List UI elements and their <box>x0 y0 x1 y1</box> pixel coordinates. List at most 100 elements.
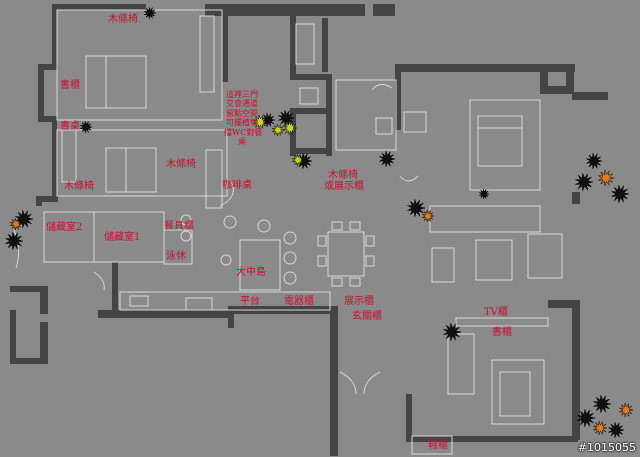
chair <box>283 271 297 285</box>
bed-mid-headboard <box>125 147 157 193</box>
dining-table <box>327 231 365 277</box>
note-line: 可擺植物 <box>226 118 258 128</box>
bedroom-mid-outline <box>56 129 228 197</box>
door-arc <box>13 229 20 269</box>
tv-cabinet-line <box>455 317 549 327</box>
chair <box>220 254 232 266</box>
kitchen-sink <box>185 297 213 311</box>
chair <box>223 215 237 229</box>
yellow-marker <box>253 115 268 129</box>
wall <box>290 108 332 114</box>
bathroom-right <box>335 79 397 151</box>
chair <box>317 255 327 267</box>
label-coffee-table: 咖啡桌 <box>222 180 252 191</box>
black-marker <box>575 173 594 191</box>
label-wood-bench-mid: 木條椅 <box>166 159 196 170</box>
wall <box>330 306 338 456</box>
note-line: 這裡三門 <box>226 90 258 99</box>
wall <box>395 64 575 72</box>
wall <box>566 64 574 92</box>
wall <box>540 64 548 94</box>
black-marker <box>443 323 462 341</box>
note-line: 擋WC對餐 <box>224 127 263 137</box>
label-bookcase: 書櫃 <box>60 80 80 91</box>
chair <box>180 230 192 242</box>
bed-top-headboard <box>85 55 107 109</box>
orange-marker <box>598 170 615 186</box>
black-marker <box>261 113 276 127</box>
toilet-1 <box>295 23 315 65</box>
black-marker <box>608 422 625 438</box>
door-arc <box>399 175 419 182</box>
note-block: 這裡三門 交會通道 留點空間 可擺植物 擋WC對餐 桌 <box>224 90 263 147</box>
wall <box>62 4 146 10</box>
note-line: 桌 <box>238 137 246 147</box>
wall <box>10 358 48 364</box>
wall <box>40 196 58 202</box>
wall <box>322 18 328 72</box>
orange-marker <box>10 218 23 230</box>
stove <box>129 295 149 307</box>
wall <box>98 310 228 318</box>
tableware-cabinet <box>163 229 193 265</box>
black-marker <box>5 232 24 250</box>
label-storage2: 儲藏室2 <box>46 222 83 233</box>
master-bed <box>477 115 523 167</box>
label-tableware-cabinet: 餐具櫃 <box>164 221 194 232</box>
coffee-table-right <box>475 239 513 281</box>
label-tv-cabinet: TV櫃 <box>484 307 508 318</box>
wall <box>290 148 330 154</box>
label-wood-bench-top: 木條椅 <box>108 14 138 25</box>
wall <box>326 74 332 114</box>
wall <box>290 108 296 156</box>
interior-lines <box>13 9 563 455</box>
label-island: 大中島 <box>236 267 266 278</box>
label-display-cabinet: 展示櫃 <box>344 296 374 307</box>
orange-marker <box>422 210 435 222</box>
watermark: #1015055 <box>577 441 636 454</box>
master-bedroom <box>469 99 541 191</box>
wall <box>572 192 580 204</box>
orange-marker <box>593 421 608 435</box>
wall <box>52 122 57 198</box>
desk-right <box>403 111 427 133</box>
sofa-top <box>429 205 541 233</box>
door-arc <box>339 371 357 395</box>
closet-top <box>199 15 215 93</box>
chair <box>331 277 343 287</box>
master-bed-pillow <box>477 115 523 129</box>
door-arc <box>371 84 393 91</box>
label-wood-bench-display-1: 木條椅 <box>328 170 358 181</box>
black-marker <box>593 395 612 413</box>
bookcase-right <box>447 333 475 395</box>
label-bookcase-2: 書櫃 <box>492 327 512 338</box>
chair <box>349 221 361 231</box>
label-desk: 書桌 <box>60 121 80 132</box>
label-shoe-cabinet: 鞋櫃 <box>428 440 448 451</box>
sink-right <box>375 117 393 135</box>
wall <box>10 310 16 362</box>
chair <box>317 235 327 247</box>
door-arc <box>363 371 381 395</box>
black-marker <box>577 409 596 427</box>
study-table <box>499 371 531 417</box>
bed-mid <box>105 147 157 193</box>
study-room <box>491 359 545 425</box>
desk-left <box>61 129 77 183</box>
wall <box>290 4 296 76</box>
label-storage1: 儲藏室1 <box>104 232 141 243</box>
markers <box>5 7 634 438</box>
storage2-room <box>43 211 95 263</box>
wall <box>572 330 580 440</box>
wall <box>40 286 48 314</box>
wall <box>326 108 332 156</box>
note-line: 交會通道 <box>226 99 258 109</box>
label-appliance-cabinet: 電器櫃 <box>284 296 314 307</box>
chair <box>180 214 192 226</box>
wall <box>540 86 572 94</box>
black-marker <box>379 151 396 167</box>
label-counter: 平台 <box>240 296 260 307</box>
island <box>239 239 281 291</box>
